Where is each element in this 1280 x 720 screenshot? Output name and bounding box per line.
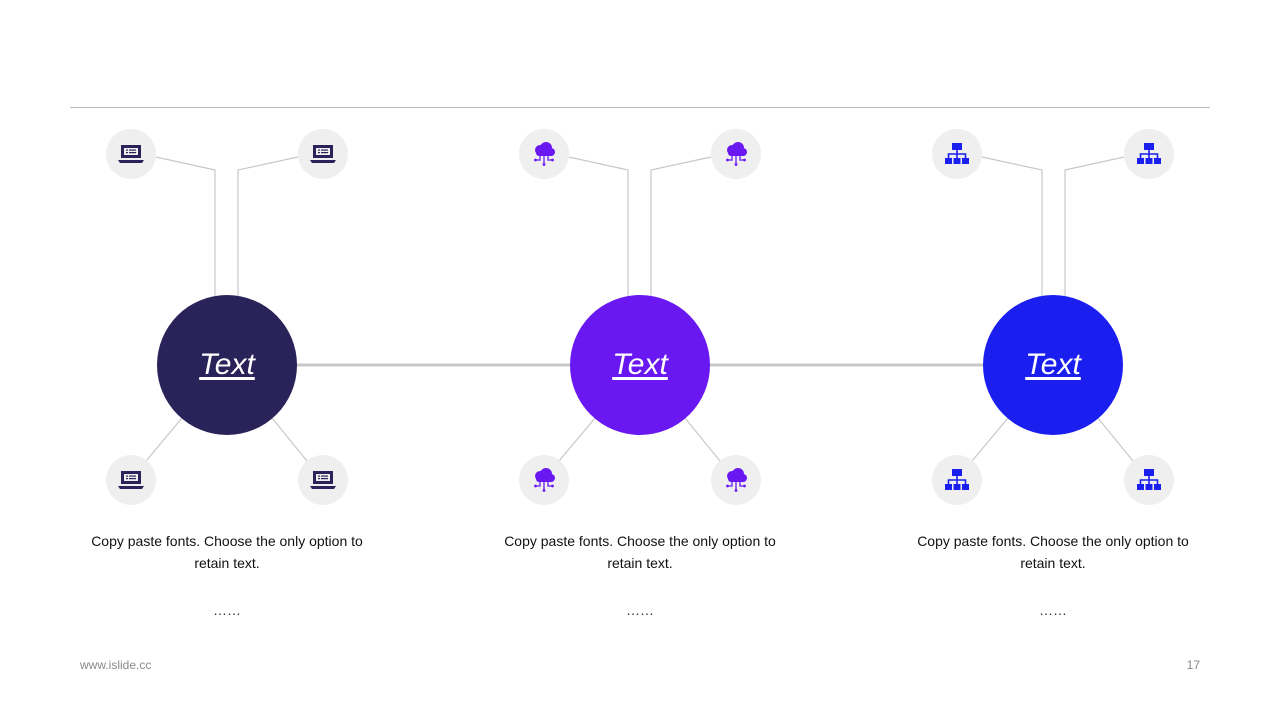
- group-ellipsis: ……: [213, 602, 241, 618]
- hub-circle-1: Text: [157, 295, 297, 435]
- footer-website[interactable]: www.islide.cc: [80, 658, 152, 672]
- group-ellipsis: ……: [1039, 602, 1067, 618]
- cloud-network-icon: [711, 129, 761, 179]
- org-chart-icon: [1124, 455, 1174, 505]
- laptop-icon: [106, 455, 156, 505]
- connector-bottom-right: [271, 417, 308, 462]
- org-chart-icon: [1124, 129, 1174, 179]
- connector-bottom-left: [558, 417, 596, 462]
- group-description: Copy paste fonts. Choose the only option…: [504, 533, 776, 571]
- org-chart-icon: [932, 129, 982, 179]
- connector-bottom-right: [1097, 417, 1134, 462]
- org-chart-icon: [932, 455, 982, 505]
- connector-top-right: [650, 156, 712, 297]
- laptop-icon: [298, 455, 348, 505]
- group-description: Copy paste fonts. Choose the only option…: [91, 533, 363, 571]
- top-divider: [70, 107, 1210, 108]
- connector-bottom-right: [684, 417, 721, 462]
- connector-bottom-left: [971, 417, 1009, 462]
- hub-label: Text: [199, 348, 255, 381]
- hub-label: Text: [612, 348, 668, 381]
- connector-bottom-left: [145, 417, 183, 462]
- connector-top-left: [155, 156, 216, 297]
- connector-top-left: [568, 156, 629, 297]
- laptop-icon: [298, 129, 348, 179]
- cloud-network-icon: [519, 455, 569, 505]
- cloud-network-icon: [711, 455, 761, 505]
- laptop-icon: [106, 129, 156, 179]
- group-ellipsis: ……: [626, 602, 654, 618]
- connector-top-right: [1064, 156, 1125, 297]
- connector-top-left: [981, 156, 1043, 297]
- page-number: 17: [1186, 658, 1200, 672]
- hub-label: Text: [1025, 348, 1081, 381]
- cloud-network-icon: [519, 129, 569, 179]
- hub-circle-2: Text: [570, 295, 710, 435]
- hub-circle-3: Text: [983, 295, 1123, 435]
- group-description: Copy paste fonts. Choose the only option…: [917, 533, 1189, 571]
- connector-top-right: [237, 156, 299, 297]
